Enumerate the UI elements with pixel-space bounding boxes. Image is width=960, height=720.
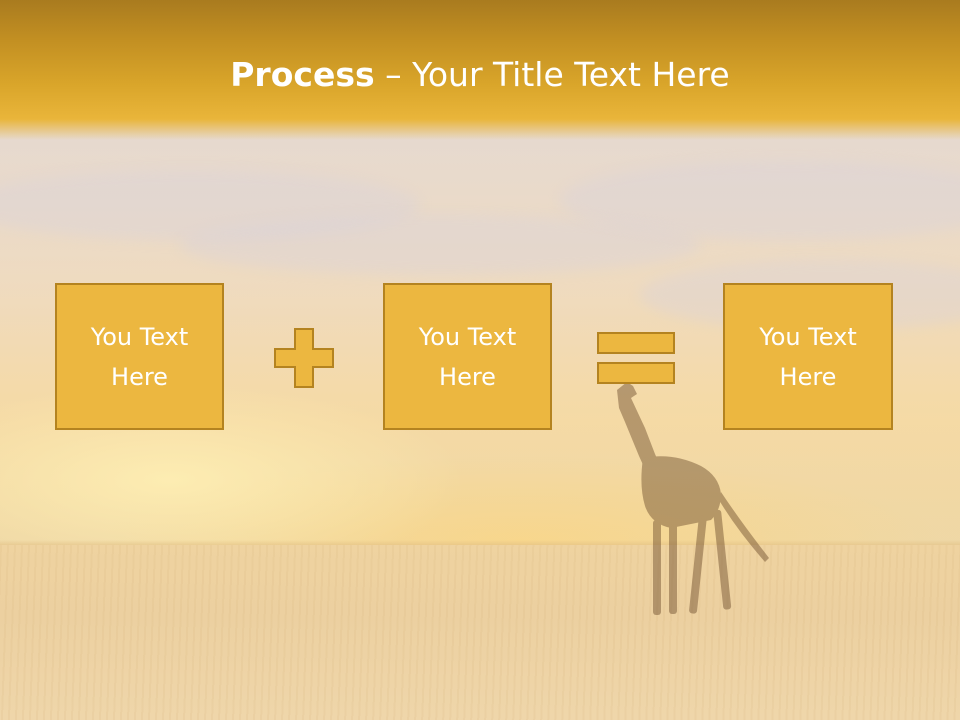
box-line-2: Here	[439, 362, 496, 391]
box-line-1: You Text	[90, 322, 189, 351]
box-line-1: You Text	[759, 322, 857, 351]
title-bold: Process	[230, 55, 375, 94]
background-cloud	[180, 215, 700, 275]
giraffe-silhouette	[617, 382, 769, 615]
equals-icon	[597, 332, 675, 384]
title-rest: Your Title Text Here	[412, 55, 730, 94]
box-line-1: You Text	[418, 322, 517, 351]
plus-icon	[274, 328, 334, 388]
background-grassland	[0, 545, 960, 720]
box-line-2: Here	[111, 362, 168, 391]
slide-title: Process – Your Title Text Here	[0, 52, 960, 98]
background-cloud	[0, 170, 420, 240]
background-cloud	[560, 160, 960, 240]
title-dash: –	[374, 55, 413, 94]
box-line-2: Here	[779, 362, 837, 391]
header-band	[0, 0, 960, 140]
